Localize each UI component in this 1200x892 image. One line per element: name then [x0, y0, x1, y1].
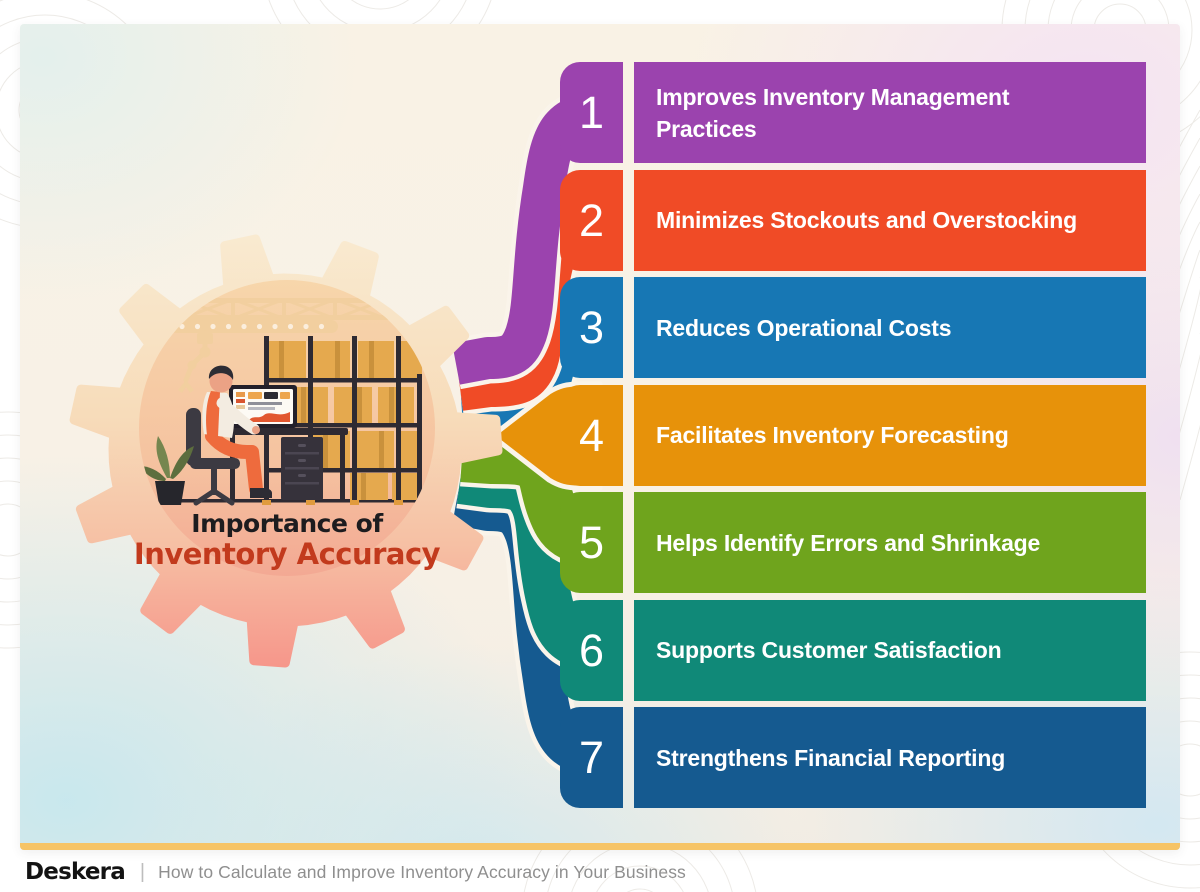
item-label: Improves Inventory Management Practices: [656, 83, 1010, 142]
item-6-bar: Supports Customer Satisfaction: [634, 599, 1146, 701]
footer-caption: How to Calculate and Improve Inventory A…: [158, 861, 686, 882]
item-4-bar: Facilitates Inventory Forecasting: [634, 384, 1146, 486]
item-7-bar: Strengthens Financial Reporting: [634, 707, 1146, 808]
bottom-accent-strip: [20, 843, 1180, 850]
item-number: 1: [578, 87, 605, 138]
item-3-bar: Reduces Operational Costs: [634, 277, 1146, 378]
item-4-number-tab: 4: [560, 384, 623, 486]
item-number: 2: [578, 194, 605, 246]
item-label: Minimizes Stockouts and Overstocking: [656, 207, 1077, 233]
footer: Deskera | How to Calculate and Improve I…: [25, 854, 686, 890]
center-title-line2: Inventory Accuracy: [133, 537, 441, 571]
item-2-bar: Minimizes Stockouts and Overstocking: [634, 169, 1146, 271]
center-title: Importance of Inventory Accuracy: [97, 509, 477, 571]
item-number: 4: [578, 409, 605, 461]
item-number: 5: [578, 517, 605, 568]
item-label: Helps Identify Errors and Shrinkage: [656, 529, 1041, 556]
item-5-bar: Helps Identify Errors and Shrinkage: [634, 492, 1146, 593]
item-2-number-tab: 2: [560, 169, 623, 271]
item-label: Supports Customer Satisfaction: [656, 637, 1002, 663]
item-label: Strengthens Financial Reporting: [656, 744, 1006, 771]
item-number: 6: [578, 624, 605, 676]
item-1-bar: Improves Inventory Management Practices: [634, 62, 1146, 163]
item-3-number-tab: 3: [560, 277, 623, 378]
item-5-number-tab: 5: [560, 492, 623, 593]
item-label: Facilitates Inventory Forecasting: [656, 422, 1009, 448]
item-1-number-tab: 1: [560, 62, 623, 163]
item-number: 3: [578, 302, 605, 353]
center-title-line1: Importance of: [191, 509, 383, 538]
item-label: Reduces Operational Costs: [656, 314, 952, 341]
item-number: 7: [578, 732, 605, 783]
item-6-number-tab: 6: [560, 599, 623, 701]
brand-logo: Deskera: [25, 859, 126, 885]
footer-separator: |: [139, 860, 146, 883]
item-7-number-tab: 7: [560, 707, 623, 808]
